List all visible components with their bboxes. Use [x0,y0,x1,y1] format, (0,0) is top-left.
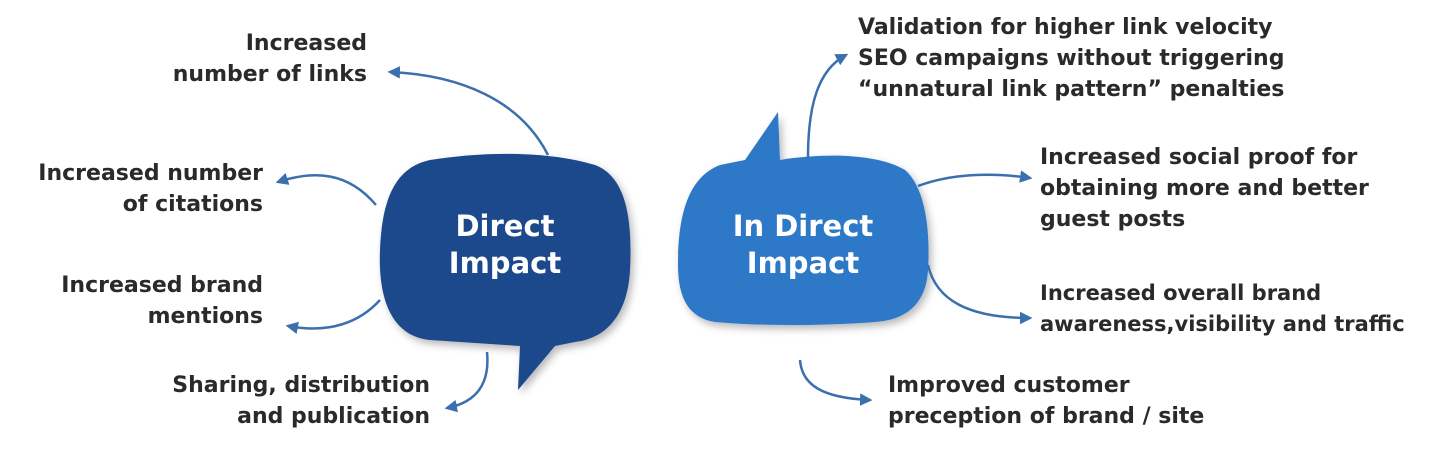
label-increased-citations: Increased number of citations [38,158,263,220]
direct-title-line-1: Direct [455,209,555,243]
label-customer-perception: Improved customer preception of brand / … [888,370,1204,432]
direct-impact-title: Direct Impact [430,208,580,282]
label-line: number of links [172,62,367,87]
label-line: Increased social proof for [1040,145,1358,170]
label-line: Increased brand [61,273,263,298]
label-line: Increased overall brand [1040,281,1322,305]
arrow-to-sharing [444,351,489,413]
indirect-title-line-2: Impact [746,246,860,280]
label-brand-awareness: Increased overall brand awareness,visibi… [1040,278,1405,340]
arrow-to-social-proof [917,170,1033,188]
label-increased-links: Increased number of links [173,28,367,90]
arrow-to-mentions [285,299,381,335]
arrow-to-perception [798,359,873,406]
label-social-proof: Increased social proof for obtaining mor… [1040,142,1369,235]
label-line: Improved customer [888,373,1130,398]
label-line: Validation for higher link velocity [858,15,1273,40]
indirect-title-line-1: In Direct [732,209,874,243]
label-line: mentions [147,304,263,329]
direct-impact-bubble [379,153,631,390]
arrow-to-awareness [926,264,1033,325]
arrow-to-citations [275,172,377,206]
arrow-to-links [387,66,550,156]
arrow-to-validation [806,53,849,159]
label-line: obtaining more and better [1040,176,1369,201]
direct-title-line-2: Impact [448,246,562,280]
label-line: Increased number [38,161,263,186]
label-sharing-distribution: Sharing, distribution and publication [172,370,430,432]
label-line: awareness,visibility and traffic [1040,312,1405,336]
label-increased-brand-mentions: Increased brand mentions [61,270,263,332]
label-validation: Validation for higher link velocity SEO … [858,12,1284,105]
label-line: Sharing, distribution [172,373,430,398]
label-line: Increased [245,31,367,56]
indirect-impact-title: In Direct Impact [713,208,893,282]
label-line: “unnatural link pattern” penalties [858,77,1285,102]
label-line: preception of brand / site [888,404,1205,429]
label-line: of citations [122,192,263,217]
label-line: guest posts [1040,207,1186,232]
label-line: and publication [237,404,430,429]
label-line: SEO campaigns without triggering [858,46,1285,71]
indirect-impact-bubble [678,112,929,325]
